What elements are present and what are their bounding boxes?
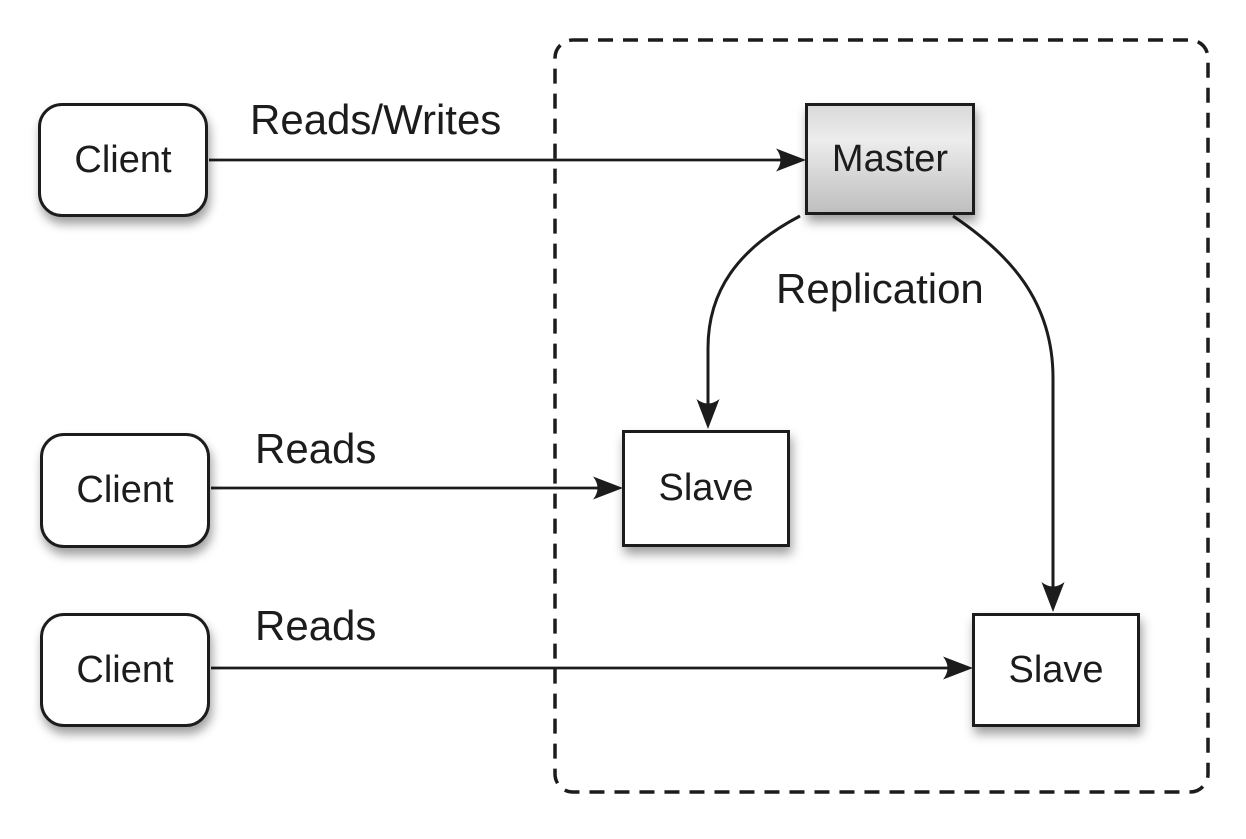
edge-client2-slave1 <box>211 476 623 500</box>
arrowhead-slave1-left <box>593 476 623 500</box>
arrowhead-slave2-left <box>943 656 973 680</box>
master-node-label: Master <box>831 137 949 180</box>
slave-node-1-label: Slave <box>658 467 754 509</box>
edge-label-reads-bottom: Reads <box>255 602 377 649</box>
replication-group-boundary <box>553 38 1210 794</box>
client-node-2: Client <box>40 433 210 548</box>
client-node-2-label: Client <box>76 469 174 511</box>
edge-master-slave1 <box>696 214 801 429</box>
arrowhead-master <box>776 148 806 172</box>
edge-client3-slave2 <box>211 656 973 680</box>
slave-node-2-label: Slave <box>1008 648 1104 691</box>
slave-node-1: Slave <box>622 430 790 547</box>
client-node-1: Client <box>38 103 208 217</box>
edge-label-reads-top: Reads <box>255 425 377 472</box>
arrowhead-slave2-top <box>1041 582 1065 612</box>
master-node: Master <box>805 103 975 215</box>
client-node-3: Client <box>40 613 210 727</box>
edge-label-replication: Replication <box>776 265 984 312</box>
slave-node-2: Slave <box>972 613 1140 727</box>
edge-master-slave2 <box>952 214 1065 612</box>
arrowhead-slave1-top <box>696 399 720 429</box>
edge-client1-master <box>209 148 806 172</box>
edge-label-reads-writes: Reads/Writes <box>250 96 502 143</box>
client-node-3-label: Client <box>76 648 174 691</box>
client-node-1-label: Client <box>74 138 172 181</box>
